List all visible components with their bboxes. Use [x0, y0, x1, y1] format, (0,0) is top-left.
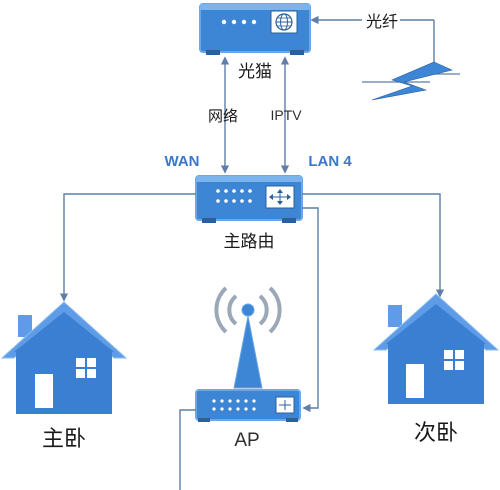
iptv-label: IPTV — [270, 107, 302, 123]
ap-label: AP — [234, 430, 259, 451]
globe-icon — [270, 10, 298, 34]
router-to-ap-link — [302, 207, 319, 413]
fiber-label: 光纤 — [366, 12, 398, 31]
router-to-second-link — [302, 193, 445, 298]
master-bedroom-label: 主卧 — [42, 427, 86, 452]
network-label: 网络 — [208, 107, 238, 125]
fiber-link — [310, 15, 460, 101]
wan-label: WAN — [165, 153, 200, 170]
router-label: 主路由 — [224, 232, 275, 252]
router-device — [195, 175, 303, 223]
modem-label: 光猫 — [238, 62, 272, 82]
second-bedroom-label: 次卧 — [414, 421, 458, 446]
router-to-master-link — [59, 193, 196, 302]
modem-device — [199, 3, 311, 55]
ap-device — [195, 389, 301, 422]
router-arrows-icon — [265, 185, 295, 209]
lightning-icon — [371, 61, 453, 101]
ap-downlink — [179, 409, 196, 490]
wifi-antenna-icon — [214, 286, 282, 389]
second-bedroom-house-icon — [372, 293, 500, 404]
lan4-label: LAN 4 — [308, 153, 352, 170]
master-bedroom-house-icon — [0, 301, 128, 414]
